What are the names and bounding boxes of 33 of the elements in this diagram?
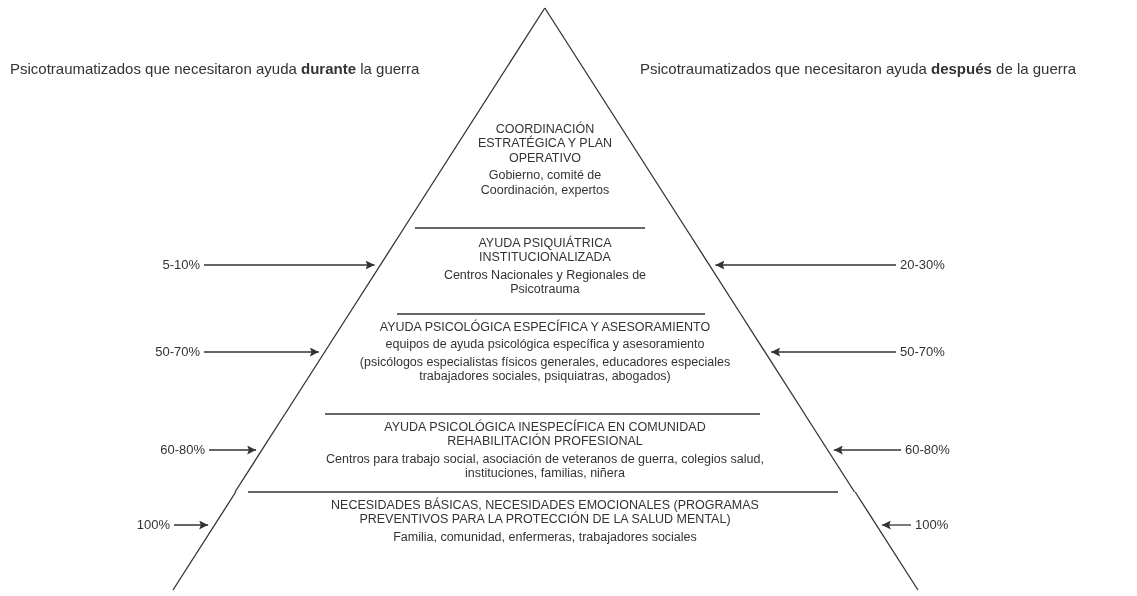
level-description: Centros para trabajo social, asociación de veteranos de guerra, colegios salud, instituciones, familias, niñera <box>325 451 765 481</box>
level-heading: COORDINACIÓN ESTRATÉGICA Y PLAN OPERATIVO <box>476 122 613 166</box>
level-description: Familia, comunidad, enfermeras, trabajadores sociales <box>393 529 697 545</box>
level-description: equipos de ayuda psicológica específica y asesoramiento <box>385 337 705 352</box>
level-description: Centros Nacionales y Regionales de Psicotrauma <box>442 267 648 297</box>
level-heading: AYUDA PSICOLÓGICA ESPECÍFICA Y ASESORAMIENTO <box>379 320 711 335</box>
arrow <box>833 445 902 455</box>
arrow <box>714 260 897 270</box>
arrow <box>203 260 376 270</box>
level-heading: AYUDA PSIQUIÁTRICA INSTITUCIONALIZADA <box>477 236 613 265</box>
percentage-label: 100% <box>915 517 949 532</box>
column-heading: Psicotraumatizados que necesitaron ayuda después de la guerra <box>640 60 1077 77</box>
pyramid-level <box>235 414 855 492</box>
percentage-label: 60-80% <box>160 442 205 457</box>
percentage-label: 50-70% <box>900 344 945 359</box>
pyramid-level <box>349 228 741 314</box>
level-description: Gobierno, comité de Coordinación, expertos <box>479 168 611 197</box>
arrow <box>173 520 209 530</box>
pyramid-level <box>172 492 918 590</box>
percentage-label: 20-30% <box>900 257 945 272</box>
arrow <box>770 347 897 357</box>
arrow <box>203 347 320 357</box>
arrow <box>881 520 912 530</box>
percentage-label: 50-70% <box>155 344 200 359</box>
arrow <box>208 445 257 455</box>
percentage-label: 60-80% <box>905 442 950 457</box>
level-description: (psicólogos especialistas físicos generales, educadores especiales trabajadores sociales, psiquiatras, abogados) <box>358 354 732 384</box>
level-heading: AYUDA PSICOLÓGICA INESPECÍFICA EN COMUNIDAD REHABILITACIÓN PROFESIONAL <box>383 420 707 449</box>
percentage-label: 5-10% <box>162 257 200 272</box>
percentage-label: 100% <box>136 517 170 532</box>
level-heading: NECESIDADES BÁSICAS, NECESIDADES EMOCIONALES (PROGRAMAS PREVENTIVOS PARA LA PROTECCIÓN DE LA SALUD MENTAL) <box>330 498 760 527</box>
column-heading: Psicotraumatizados que necesitaron ayuda durante la guerra <box>10 60 420 77</box>
pyramid-level <box>285 314 805 414</box>
